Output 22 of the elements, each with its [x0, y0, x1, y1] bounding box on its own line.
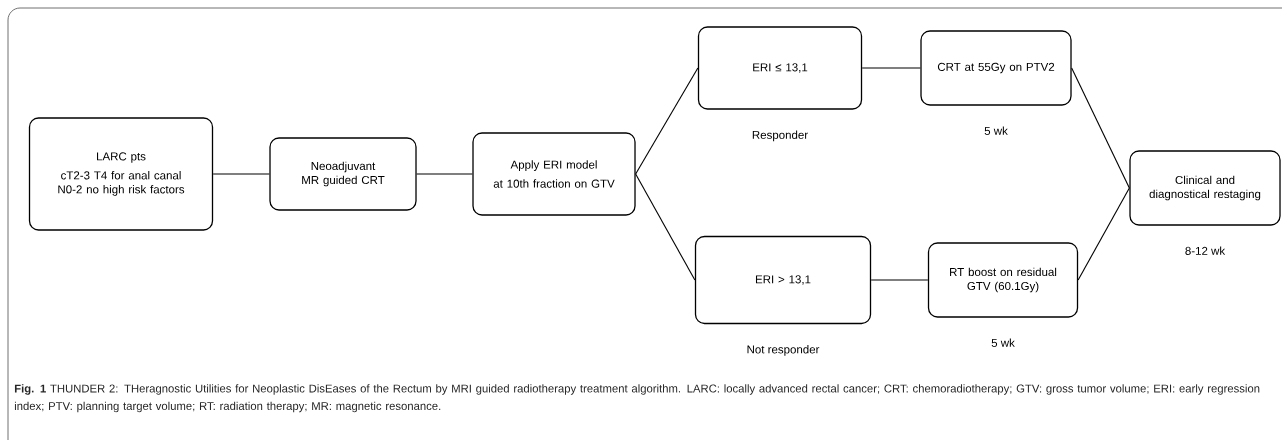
connector-line: [416, 173, 473, 175]
process-box: Neoadjuvant MR guided CRT: [269, 137, 417, 211]
figure-caption: Fig. 1 THUNDER 2: THeragnostic Utilities for Neoplastic DisEases of the Rectum by MRI guided radiotherapy treatment algorithm. LARC: locally advanced rectal cancer; CRT: chemoradiotherapy; GTV: gross tumor volume; ERI: early regression index; PTV: planning target volume; RT: radiation therapy; MR: magnetic resonance.: [14, 384, 1260, 413]
connector-line: [212, 173, 270, 175]
connector-line: [870, 279, 929, 281]
connector-line: [1077, 187, 1130, 281]
node-caption: Not responder: [747, 345, 820, 356]
process-box: ERI > 13,1: [694, 235, 872, 325]
process-box: RT boost on residual GTV (60.1Gy): [927, 242, 1079, 318]
process-box: Apply ERI model at 10th fraction on GTV: [472, 132, 636, 216]
connector-line: [635, 173, 696, 281]
node-caption: 5 wk: [991, 338, 1015, 347]
node-caption: Responder: [752, 130, 808, 142]
connector-line: [1071, 67, 1130, 189]
node-caption: 5 wk: [984, 126, 1008, 135]
process-box: ERI ≤ 13,1: [697, 26, 863, 110]
process-box: Clinical and diagnostical restaging: [1129, 150, 1281, 226]
process-box: CRT at 55Gy on PTV2: [920, 30, 1072, 106]
connector-line: [861, 67, 921, 69]
node-caption: 8-12 wk: [1185, 246, 1226, 255]
process-box: LARC pts cT2-3 T4 for anal canal N0-2 no high risk factors: [28, 117, 214, 231]
connector-line: [635, 67, 699, 175]
